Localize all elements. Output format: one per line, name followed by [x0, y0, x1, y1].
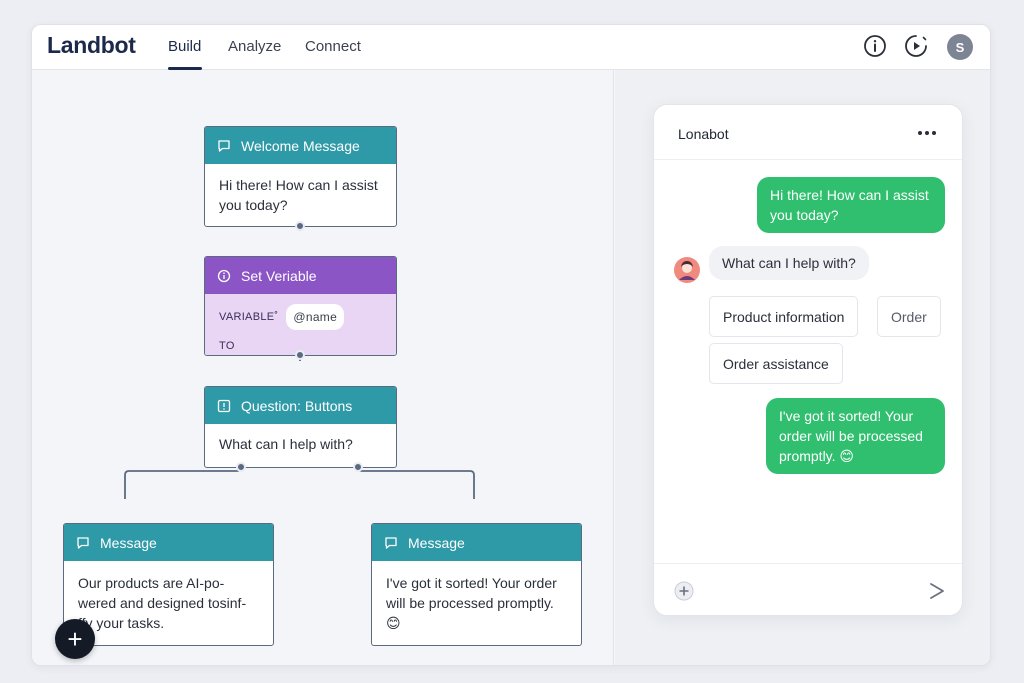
message-icon	[385, 536, 397, 549]
variable-label: VARIABLE˚	[219, 311, 279, 323]
node-set-variable[interactable]: Set Veriable VARIABLE˚ @name TO	[204, 256, 397, 356]
chat-bubble-outgoing: Hi there! How can I assist you today?	[757, 177, 945, 233]
node-title: Message	[408, 534, 465, 551]
option-product-information[interactable]: Product information	[709, 296, 859, 337]
info-icon[interactable]	[863, 34, 887, 58]
add-attachment-icon[interactable]	[674, 581, 694, 601]
node-port-right[interactable]	[353, 462, 363, 472]
node-header: Message	[64, 524, 273, 561]
option-order[interactable]: Order	[877, 296, 941, 337]
add-block-button[interactable]: +	[55, 619, 95, 659]
node-title: Message	[100, 534, 157, 551]
node-title: Question: Buttons	[241, 397, 353, 414]
node-text: Hi there! How can I assist you today?	[219, 177, 378, 213]
node-title: Welcome Message	[241, 137, 360, 154]
node-header: Welcome Message	[205, 127, 396, 164]
option-order-assistance[interactable]: Order assistance	[709, 343, 843, 384]
chat-widget: Lonabot Hi there! How can I assist you t…	[653, 104, 963, 616]
node-header: Question: Buttons	[205, 387, 396, 424]
tab-build[interactable]: Build	[168, 38, 202, 55]
node-text: Our products are AI-po-wered and designe…	[78, 575, 247, 631]
app-window: Landbot Build Analyze Connect S	[31, 24, 991, 666]
bot-avatar-icon	[674, 257, 700, 283]
chat-bubble-incoming: What can I help with?	[709, 246, 869, 280]
play-icon[interactable]	[904, 34, 928, 58]
variable-icon	[217, 269, 231, 282]
user-avatar[interactable]: S	[947, 34, 973, 60]
variable-row: VARIABLE˚ @name	[219, 304, 382, 330]
chat-bubble-outgoing: I've got it sorted! Your order will be p…	[766, 398, 945, 474]
node-title: Set Veriable	[241, 267, 317, 284]
message-icon	[77, 536, 89, 549]
tab-connect[interactable]: Connect	[305, 38, 361, 55]
node-port[interactable]	[295, 350, 305, 360]
more-options-icon[interactable]	[916, 123, 938, 143]
chat-input-bar	[654, 563, 962, 615]
send-icon[interactable]	[929, 582, 945, 600]
question-icon	[217, 399, 231, 412]
logo: Landbot	[47, 32, 136, 58]
node-port[interactable]	[295, 221, 305, 231]
chat-title: Lonabot	[678, 126, 729, 142]
to-label: TO	[219, 340, 235, 352]
message-icon	[218, 139, 230, 152]
node-question-buttons[interactable]: Question: Buttons What can I help with?	[204, 386, 397, 468]
variable-chip[interactable]: @name	[286, 304, 345, 330]
preview-panel: Lonabot Hi there! How can I assist you t…	[615, 70, 990, 665]
tab-analyze[interactable]: Analyze	[228, 38, 282, 55]
chat-header: Lonabot	[654, 105, 962, 160]
node-welcome-message[interactable]: Welcome Message Hi there! How can I assi…	[204, 126, 397, 227]
node-message-right[interactable]: Message I've got it sorted! Your order w…	[371, 523, 582, 646]
node-port-left[interactable]	[236, 462, 246, 472]
active-tab-indicator	[168, 67, 202, 70]
node-header: Set Veriable	[205, 257, 396, 294]
node-text: I've got it sorted! Your order will be p…	[386, 575, 557, 631]
node-body: VARIABLE˚ @name TO	[205, 294, 396, 355]
builder-canvas[interactable]: Welcome Message Hi there! How can I assi…	[32, 70, 614, 665]
node-text: What can I help with?	[219, 436, 353, 452]
node-header: Message	[372, 524, 581, 561]
top-header: Landbot Build Analyze Connect S	[32, 25, 990, 70]
node-message-left[interactable]: Message Our products are AI-po-wered and…	[63, 523, 274, 646]
